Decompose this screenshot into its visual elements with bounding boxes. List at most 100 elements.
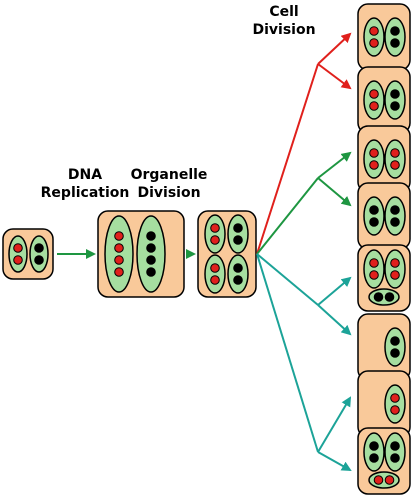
organelle [384, 327, 406, 367]
organelle [204, 214, 226, 254]
organelle [136, 215, 166, 293]
teal-branch-4-arrow [317, 451, 352, 471]
outcome-cell-5 [357, 244, 411, 312]
black-nucleoid [390, 101, 400, 111]
organelle [384, 139, 406, 179]
red-nucleoid [390, 405, 400, 415]
red-nucleoid [369, 38, 379, 48]
red-nucleoid [369, 148, 379, 158]
black-nucleoid [369, 205, 379, 215]
green-trunk [256, 177, 319, 255]
black-nucleoid [390, 89, 400, 99]
organelle [384, 17, 406, 57]
organelle [384, 80, 406, 120]
red-nucleoid [369, 258, 379, 268]
red-nucleoid [390, 160, 400, 170]
red-nucleoid [114, 255, 124, 265]
red-nucleoid [114, 243, 124, 253]
red-branch-lower-arrow [317, 63, 352, 90]
black-nucleoid [369, 441, 379, 451]
black-nucleoid [373, 292, 384, 302]
outcome-cell-2 [357, 66, 411, 134]
organelle [368, 471, 400, 489]
divided-organelles-cell [197, 210, 257, 298]
organelle [104, 215, 134, 293]
organelle [363, 196, 385, 236]
red-nucleoid [210, 235, 220, 245]
black-nucleoid [146, 243, 156, 253]
green-branch-lower-arrow [317, 177, 352, 207]
cell-division-label-line-2: Division [252, 22, 316, 38]
black-nucleoid [390, 348, 400, 358]
red-nucleoid [390, 393, 400, 403]
organelle [227, 214, 249, 254]
dna-replication-label-line-2: Replication [40, 185, 130, 201]
organelle [363, 80, 385, 120]
black-nucleoid [369, 453, 379, 463]
black-nucleoid [369, 217, 379, 227]
initial-cell [2, 228, 54, 280]
red-nucleoid [390, 258, 400, 268]
black-nucleoid [233, 275, 243, 285]
red-nucleoid [13, 255, 23, 265]
organelle [368, 288, 400, 306]
red-nucleoid [369, 26, 379, 36]
red-nucleoid [373, 475, 384, 485]
black-nucleoid [390, 205, 400, 215]
black-nucleoid [390, 217, 400, 227]
teal-branch-3-arrow [317, 396, 352, 453]
outcome-cell-7 [357, 370, 411, 438]
black-nucleoid [34, 243, 44, 253]
red-nucleoid [210, 275, 220, 285]
organelle-division-label-line-1: Organelle [130, 167, 208, 183]
black-nucleoid [390, 441, 400, 451]
red-branch-upper-arrow [317, 32, 352, 65]
green-branch-upper-arrow [317, 151, 352, 179]
red-nucleoid [369, 270, 379, 280]
outcome-cell-3 [357, 125, 411, 193]
organelle-division-label: Organelle Division [124, 166, 214, 202]
dna-replication-label-line-1: DNA [67, 167, 103, 183]
red-nucleoid [369, 160, 379, 170]
black-nucleoid [384, 292, 395, 302]
organelle [204, 254, 226, 294]
red-nucleoid [210, 263, 220, 273]
organelle [363, 249, 385, 289]
organelle [384, 196, 406, 236]
organelle [8, 235, 28, 273]
replicated-cell [97, 210, 185, 298]
black-nucleoid [233, 223, 243, 233]
black-nucleoid [146, 267, 156, 277]
outcome-cell-1 [357, 3, 411, 71]
red-nucleoid [114, 231, 124, 241]
organelle [384, 249, 406, 289]
red-nucleoid [384, 475, 395, 485]
black-nucleoid [34, 255, 44, 265]
black-nucleoid [146, 231, 156, 241]
organelle [227, 254, 249, 294]
cell-division-label: Cell Division [244, 3, 324, 39]
organelle [384, 384, 406, 424]
teal-trunk-lower [256, 253, 319, 453]
organelle [363, 139, 385, 179]
red-nucleoid [369, 89, 379, 99]
dna-replication-label: DNA Replication [40, 166, 130, 202]
teal-branch-1-arrow [317, 276, 352, 306]
black-nucleoid [146, 255, 156, 265]
teal-branch-2-arrow [317, 304, 352, 336]
black-nucleoid [390, 453, 400, 463]
red-nucleoid [210, 223, 220, 233]
black-nucleoid [390, 336, 400, 346]
red-trunk [256, 63, 319, 255]
teal-trunk-upper [256, 253, 319, 306]
red-nucleoid [390, 270, 400, 280]
cell-division-label-line-1: Cell [269, 4, 299, 20]
red-nucleoid [390, 148, 400, 158]
black-nucleoid [390, 26, 400, 36]
black-nucleoid [390, 38, 400, 48]
organelle [363, 432, 385, 472]
organelle-division-label-line-2: Division [137, 185, 201, 201]
red-nucleoid [13, 243, 23, 253]
black-nucleoid [233, 263, 243, 273]
